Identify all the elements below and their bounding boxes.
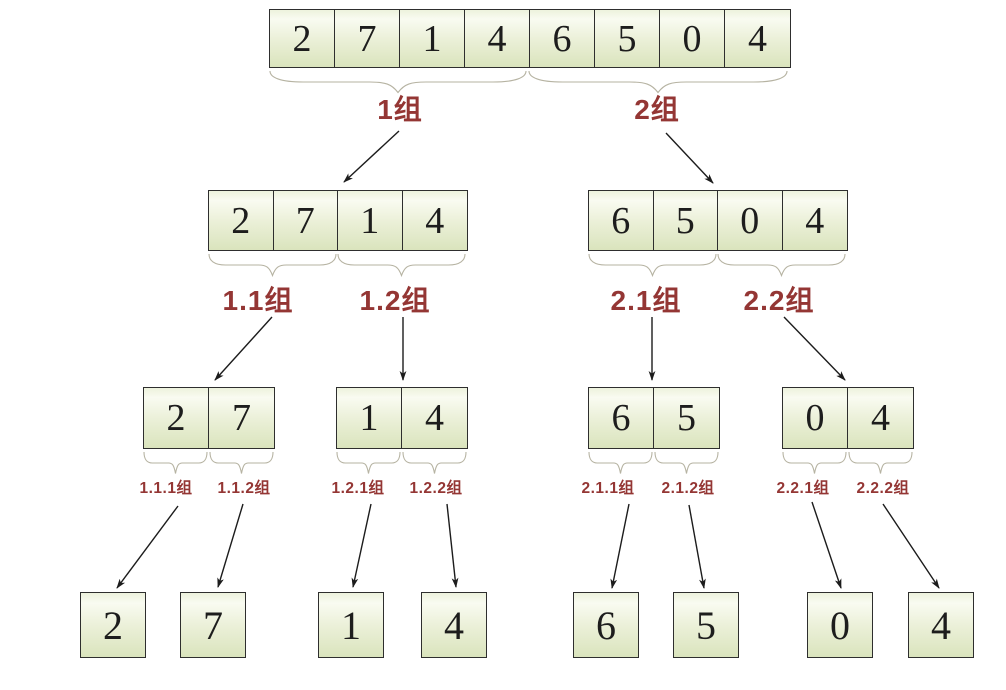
brace-group-2-1-2 bbox=[654, 451, 719, 475]
array-cell: 5 bbox=[595, 10, 660, 67]
element-box-4b: 4 bbox=[908, 592, 974, 658]
group-label-1-1-1: 1.1.1组 bbox=[139, 480, 193, 497]
array-cell: 4 bbox=[848, 388, 913, 448]
group-label-2-1-1: 2.1.1组 bbox=[581, 480, 635, 497]
group-label-1-2: 1.2组 bbox=[359, 285, 431, 316]
array-group-1: 2 7 1 4 bbox=[208, 190, 468, 251]
brace-group-2-2-1 bbox=[782, 451, 847, 475]
arrow-to-element-4a bbox=[446, 503, 459, 588]
arrow-to-element-5 bbox=[688, 504, 706, 589]
brace-group-1-1-1 bbox=[143, 451, 208, 475]
array-cell: 0 bbox=[718, 191, 783, 250]
array-group-2-2: 0 4 bbox=[782, 387, 914, 449]
group-label-2-2-1: 2.2.1组 bbox=[776, 480, 830, 497]
array-cell: 5 bbox=[654, 388, 719, 448]
group-label-1-2-1: 1.2.1组 bbox=[331, 480, 385, 497]
array-cell: 4 bbox=[782, 191, 847, 250]
array-cell: 4 bbox=[402, 191, 467, 250]
array-cell: 4 bbox=[725, 10, 790, 67]
group-label-1-1-2: 1.1.2组 bbox=[217, 480, 271, 497]
arrow-to-array-1-1 bbox=[214, 316, 273, 381]
array-full: 2 7 1 4 6 5 0 4 bbox=[269, 9, 791, 68]
arrow-to-array-2-2 bbox=[783, 316, 846, 381]
arrow-to-element-1 bbox=[351, 503, 372, 588]
element-box-7: 7 bbox=[180, 592, 246, 658]
brace-group-1-1 bbox=[208, 253, 337, 277]
array-cell: 4 bbox=[402, 388, 467, 448]
arrow-to-array-2 bbox=[665, 132, 714, 184]
array-cell: 5 bbox=[653, 191, 718, 250]
array-cell: 7 bbox=[209, 388, 274, 448]
array-cell: 2 bbox=[270, 10, 335, 67]
brace-group-1 bbox=[268, 69, 528, 94]
brace-group-2 bbox=[527, 69, 789, 94]
arrow-to-element-7 bbox=[217, 503, 244, 588]
array-group-1-1: 2 7 bbox=[143, 387, 275, 449]
arrow-to-array-1 bbox=[343, 130, 400, 183]
group-label-2-2-2: 2.2.2组 bbox=[856, 480, 910, 497]
group-label-2-1-2: 2.1.2组 bbox=[661, 480, 715, 497]
element-box-5: 5 bbox=[673, 592, 739, 658]
arrow-to-element-0 bbox=[811, 501, 842, 589]
brace-group-2-1 bbox=[588, 253, 717, 277]
array-cell: 0 bbox=[660, 10, 725, 67]
group-label-1-1: 1.1组 bbox=[222, 285, 294, 316]
element-box-1: 1 bbox=[318, 592, 384, 658]
array-cell: 4 bbox=[465, 10, 530, 67]
brace-group-1-2-1 bbox=[336, 451, 401, 475]
element-box-0: 0 bbox=[807, 592, 873, 658]
array-cell: 1 bbox=[338, 191, 403, 250]
array-cell: 6 bbox=[530, 10, 595, 67]
array-cell: 1 bbox=[337, 388, 402, 448]
array-cell: 1 bbox=[400, 10, 465, 67]
array-group-2-1: 6 5 bbox=[588, 387, 720, 449]
brace-group-1-2-2 bbox=[402, 451, 467, 475]
array-cell: 6 bbox=[589, 388, 654, 448]
group-label-2: 2组 bbox=[634, 94, 680, 125]
arrow-to-element-6 bbox=[610, 503, 630, 589]
array-group-2: 6 5 0 4 bbox=[588, 190, 848, 251]
array-cell: 2 bbox=[144, 388, 209, 448]
element-box-2: 2 bbox=[80, 592, 146, 658]
array-cell: 7 bbox=[335, 10, 400, 67]
brace-group-2-1-1 bbox=[588, 451, 653, 475]
element-box-4a: 4 bbox=[421, 592, 487, 658]
brace-group-1-2 bbox=[337, 253, 466, 277]
arrow-to-element-4b bbox=[882, 503, 940, 589]
array-cell: 7 bbox=[273, 191, 338, 250]
brace-group-2-2-2 bbox=[848, 451, 913, 475]
array-cell: 6 bbox=[589, 191, 654, 250]
group-label-2-1: 2.1组 bbox=[610, 285, 682, 316]
group-label-1: 1组 bbox=[377, 94, 423, 125]
brace-group-2-2 bbox=[717, 253, 846, 277]
element-box-6: 6 bbox=[573, 592, 639, 658]
group-label-2-2: 2.2组 bbox=[743, 285, 815, 316]
brace-group-1-1-2 bbox=[209, 451, 274, 475]
array-group-1-2: 1 4 bbox=[336, 387, 468, 449]
array-cell: 0 bbox=[783, 388, 848, 448]
array-cell: 2 bbox=[209, 191, 274, 250]
group-label-1-2-2: 1.2.2组 bbox=[409, 480, 463, 497]
arrow-to-element-2 bbox=[116, 505, 179, 589]
